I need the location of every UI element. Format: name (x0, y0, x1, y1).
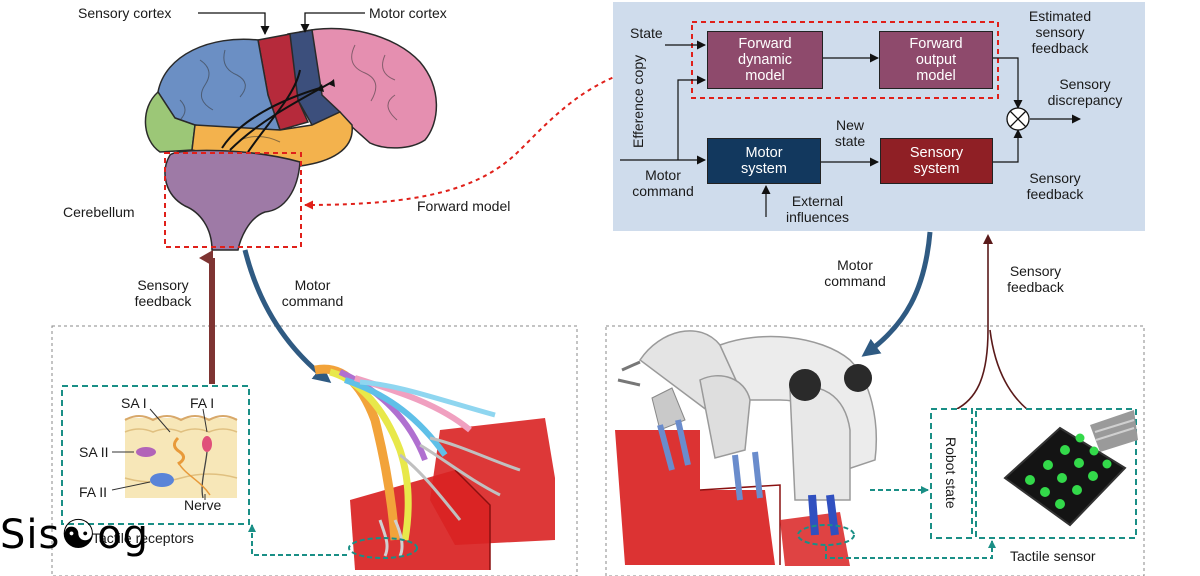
hand-and-object-illustration (314, 364, 555, 570)
forward-dynamic-model-block: Forward dynamic model (707, 31, 823, 89)
forward-model-label: Forward model (417, 198, 511, 214)
sa1-label: SA I (121, 395, 147, 411)
robot-state-label: Robot state (943, 437, 959, 509)
left-motor-command-arrow (242, 249, 332, 383)
robot-panel-border (605, 325, 1145, 576)
motor-cortex-pointer (300, 12, 365, 33)
estimated-sensory-feedback-label: Estimated sensory feedback (1028, 8, 1092, 56)
watermark-logo: Sis☯og (0, 512, 150, 558)
right-motor-command-arrow (861, 231, 933, 357)
fa2-label: FA II (79, 484, 108, 500)
efference-copy-label: Efference copy (630, 54, 646, 148)
nerve-label: Nerve (184, 497, 222, 513)
sensor-feedback-line (989, 329, 1029, 411)
right-sensory-feedback-line (954, 234, 993, 411)
robot-state-box (930, 408, 973, 539)
receptor-leader-lines (111, 408, 208, 500)
hand-tactile-link (248, 524, 347, 556)
right-sensory-feedback-label: Sensory feedback (1007, 263, 1064, 295)
cerebellum-label: Cerebellum (63, 204, 135, 220)
fa1-label: FA I (190, 395, 215, 411)
tactile-sensor-label: Tactile sensor (1010, 548, 1096, 564)
sensory-cortex-pointer (198, 12, 270, 35)
tactile-receptors-caption: Tactile receptors (92, 530, 194, 546)
hand-panel-border (51, 325, 578, 576)
cerebellum-shape (164, 149, 301, 251)
robot-tactile-link (825, 540, 996, 559)
left-motor-command-label: Motor command (281, 277, 344, 309)
sa2-label: SA II (79, 444, 109, 460)
external-influences-label: External influences (785, 193, 850, 225)
right-motor-command-label: Motor command (824, 257, 886, 289)
sensory-discrepancy-label: Sensory discrepancy (1047, 76, 1123, 108)
forward-output-model-block: Forward output model (879, 31, 993, 89)
robot-arm-illustration (615, 330, 878, 566)
block-diagram-wires (620, 40, 1081, 217)
sensory-cortex-label: Sensory cortex (78, 5, 172, 21)
motor-system-block: Motor system (707, 138, 821, 184)
motor-command-input-label: Motor command (632, 167, 694, 199)
skin-cross-section (111, 408, 238, 500)
tactile-sensor-illustration (1003, 410, 1138, 527)
new-state-label: New state (834, 117, 866, 149)
state-label: State (630, 25, 663, 41)
sensory-system-block: Sensory system (880, 138, 993, 184)
brain-illustration (144, 27, 438, 251)
sensory-feedback-output-label: Sensory feedback (1026, 170, 1084, 202)
forward-model-dashed-box (691, 21, 999, 99)
comparator-symbol (1006, 107, 1030, 131)
cerebellum-dashed-box (164, 152, 302, 248)
left-sensory-feedback-label: Sensory feedback (134, 277, 192, 309)
motor-cortex-label: Motor cortex (369, 5, 447, 21)
